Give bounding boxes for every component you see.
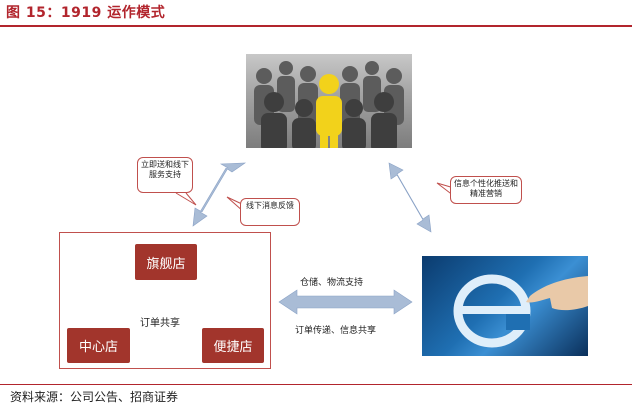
pointing-hand-icon bbox=[526, 276, 588, 311]
ecommerce-image bbox=[422, 256, 588, 356]
source-rule bbox=[0, 384, 632, 385]
convenience-store-node: 便捷店 bbox=[202, 328, 264, 363]
title-rule bbox=[0, 25, 632, 27]
callout-tail-3 bbox=[436, 182, 455, 197]
e-logo-icon bbox=[453, 274, 531, 348]
flagship-store-node: 旗舰店 bbox=[135, 244, 197, 280]
consumer-ecommerce-arrow bbox=[388, 162, 432, 233]
crowd-front-figures bbox=[261, 92, 397, 148]
store-network-box: 旗舰店 中心店 便捷店 订单共享 bbox=[59, 232, 271, 369]
store-ecommerce-arrow bbox=[278, 289, 413, 315]
order-info-share-label: 订单传递、信息共享 bbox=[295, 326, 377, 336]
center-store-node: 中心店 bbox=[67, 328, 130, 363]
order-share-label: 订单共享 bbox=[140, 318, 180, 329]
callout-instant-delivery: 立即送和线下服务支持 bbox=[137, 157, 193, 193]
callout-offline-feedback: 线下消息反馈 bbox=[240, 198, 300, 226]
callout-tail-2 bbox=[226, 196, 245, 213]
source-note: 资料来源：公司公告、招商证券 bbox=[10, 390, 179, 404]
callout-personalized-push: 信息个性化推送和精准营销 bbox=[450, 176, 522, 204]
store-consumer-arrow bbox=[192, 162, 247, 227]
highlighted-person-icon bbox=[316, 74, 342, 148]
warehouse-logistics-label: 仓储、物流支持 bbox=[300, 278, 364, 288]
consumers-image bbox=[246, 54, 412, 148]
figure-title: 图 15：1919 运作模式 bbox=[6, 5, 166, 21]
callout-tail-1 bbox=[175, 192, 197, 206]
